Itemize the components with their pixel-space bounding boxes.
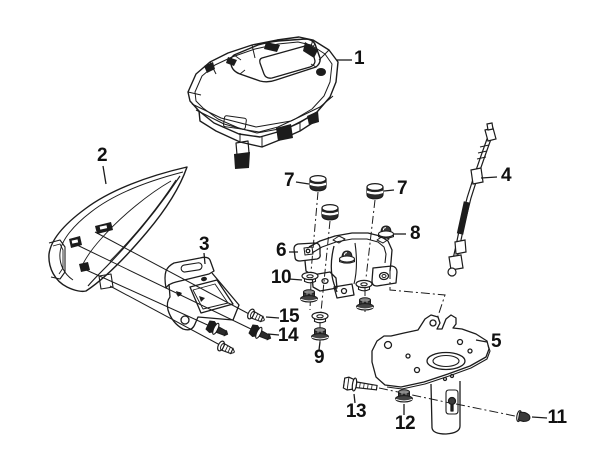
flange-nut-right-stack (355, 297, 375, 311)
part-8-cap-nut (377, 225, 395, 239)
part-callout-speedometer-cable: 4 (500, 165, 512, 186)
part-callout-meter-grommet-left: 7 (283, 170, 295, 191)
part-8-cap-nut-2 (338, 250, 356, 264)
part-7-grommet-left (309, 175, 327, 192)
part-callout-meter-grommet-right: 7 (396, 178, 408, 199)
flange-nut-under-10 (299, 289, 319, 303)
part-callout-cap-nut: 8 (409, 223, 421, 244)
part-10-washer (301, 271, 319, 284)
part-1-speedometer-drawing (187, 36, 339, 169)
assembly-lines (76, 191, 516, 417)
part-6-setting-bracket-drawing (293, 232, 398, 299)
part-callout-meter-setting-bracket: 6 (275, 240, 287, 261)
part-callout-flange-nut-side: 11 (547, 407, 567, 428)
part-callout-flange-screw: 14 (277, 325, 299, 346)
part-15-screw-a (245, 307, 267, 326)
part-7-grommet-middle (321, 204, 339, 221)
part-callout-washer-left: 10 (270, 267, 292, 288)
part-callout-washer-nut-center: 9 (313, 347, 325, 368)
part-callout-flange-bolt: 13 (345, 401, 367, 422)
part-4-cable-drawing (447, 122, 497, 277)
part-12-nut (394, 389, 414, 403)
leader-lines (102, 59, 548, 419)
part-11-nut-drawing (516, 410, 531, 423)
part-5-stay-drawing (371, 314, 491, 435)
part-callout-pan-screw: 15 (278, 306, 300, 327)
part-2-visor-drawing (48, 166, 188, 293)
part-14-screw-b (204, 319, 231, 341)
part-9-washer (311, 311, 329, 324)
part-callout-meter-bracket: 3 (198, 234, 210, 255)
part-3-bracket-drawing (164, 256, 240, 331)
part-13-bolt-drawing (342, 376, 378, 392)
part-callout-speedometer-assembly: 1 (353, 48, 365, 69)
part-callout-meter-stay: 5 (490, 331, 502, 352)
washer-right (355, 279, 373, 292)
part-7-grommet-right (366, 183, 384, 200)
part-9-nut (310, 327, 330, 341)
part-callout-meter-visor: 2 (96, 145, 108, 166)
part-15-screw-b (215, 339, 237, 358)
part-callout-flange-nut-bottom: 12 (394, 413, 416, 434)
